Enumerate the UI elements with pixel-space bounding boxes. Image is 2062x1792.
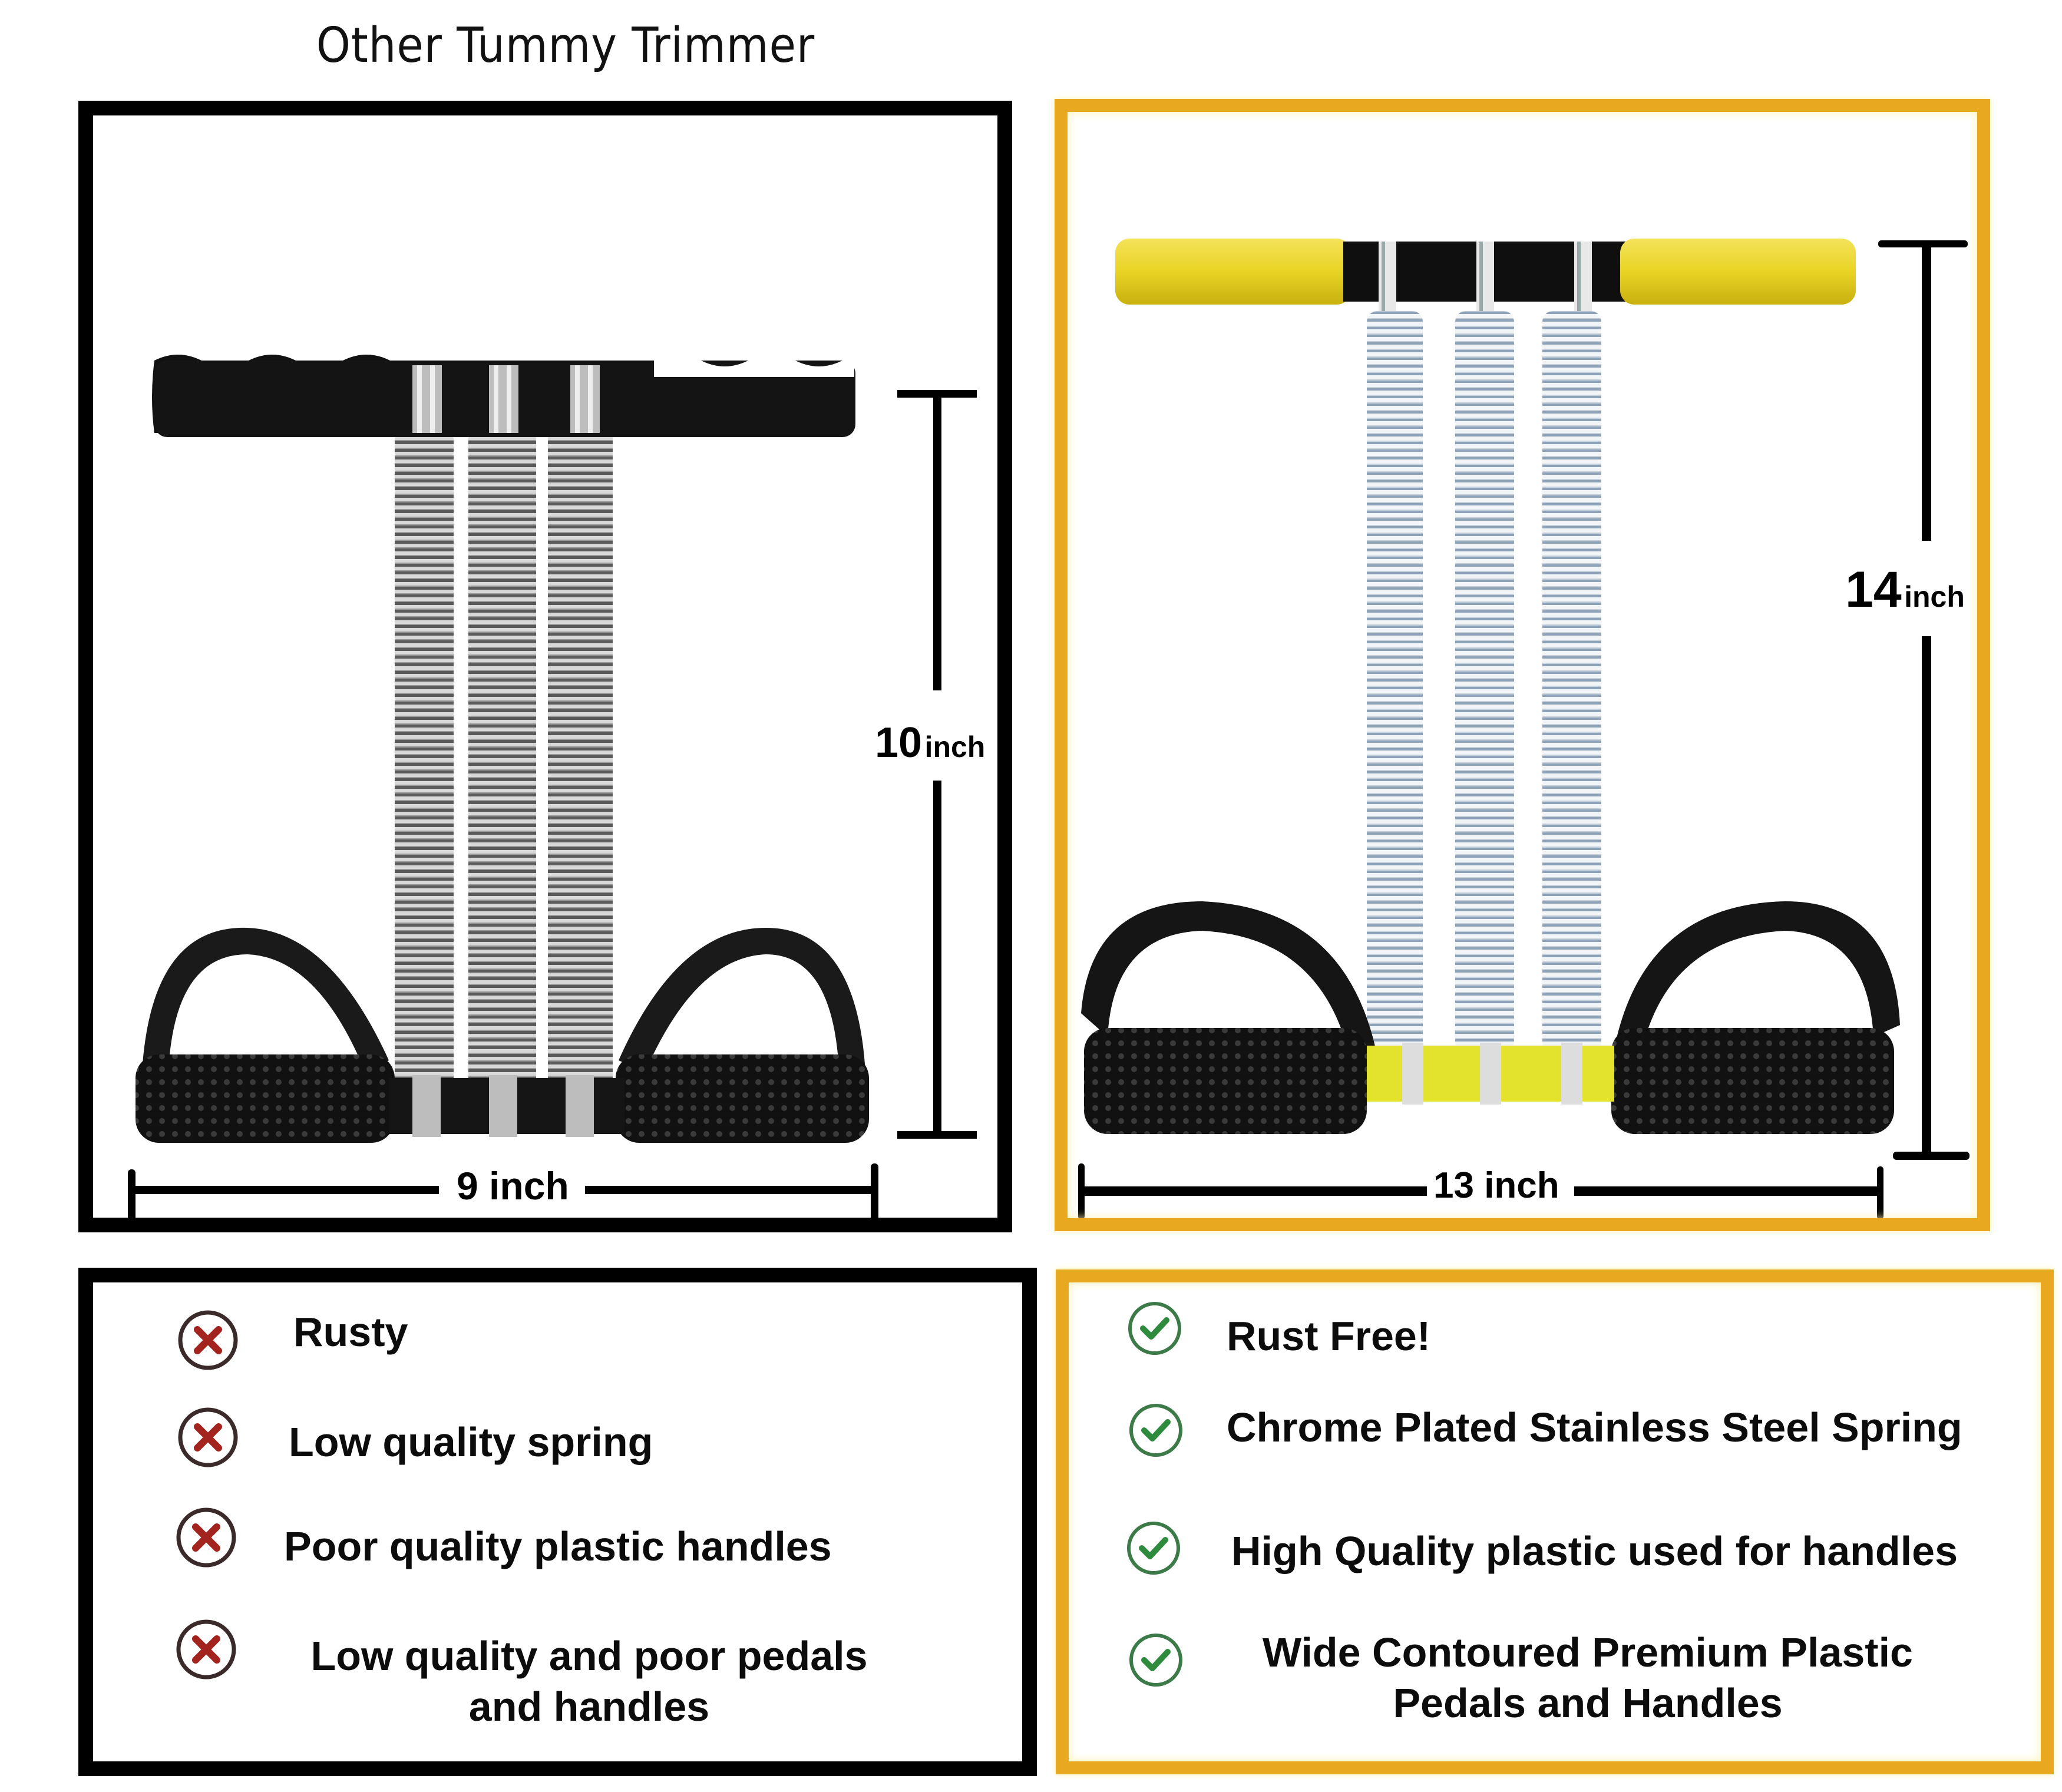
our-height-dimension [1878,240,1970,1160]
x-circle-icon [176,1507,236,1568]
x-circle-icon [178,1407,238,1467]
our-feature-2: Chrome Plated Stainless Steel Spring [1227,1404,1962,1450]
other-height-dimension [897,390,977,1139]
check-circle-icon [1128,1302,1181,1355]
check-circle-icon [1129,1634,1182,1687]
x-circle-icon [176,1619,236,1679]
other-product-illustration [128,239,1970,1228]
our-pedal-left [1084,1028,1367,1134]
our-spring-2 [1455,311,1514,1053]
our-width-label: 13 inch [1429,1168,1564,1204]
check-circle-icon [1129,1404,1182,1457]
our-height-label: 14 inch [1845,564,1965,615]
other-height-label: 10 inch [875,722,985,764]
other-handle-bar [152,355,855,437]
check-circle-icon [1127,1522,1180,1575]
other-strap-left [141,927,389,1084]
other-spring-3 [548,437,613,1094]
other-feature-1: Rusty [293,1309,408,1355]
our-spring-1 [1367,311,1423,1053]
our-height-unit: inch [1904,580,1965,613]
our-height-value: 14 [1845,561,1902,618]
our-feature-4: Wide Contoured Premium Plastic Pedals an… [1262,1629,1913,1726]
other-pedal-right [616,1054,869,1143]
other-feature-4: Low quality and poor pedals and handles [310,1633,868,1730]
our-handle-bar [1115,239,1856,312]
other-features-panel [78,1268,1037,1776]
other-spring-2 [468,437,536,1094]
other-height-unit: inch [924,730,986,763]
other-feature-3: Poor quality plastic handles [284,1523,832,1569]
our-product-panel [1055,99,1990,1231]
other-feature-2: Low quality spring [289,1419,653,1465]
other-width-label: 9 inch [451,1166,575,1205]
our-spring-3 [1542,311,1601,1053]
x-circle-icon [178,1310,238,1370]
our-features-panel [1056,1269,2054,1774]
our-strap-left [1081,901,1376,1054]
other-width-dimension [128,1163,878,1228]
comparison-title: Other Tummy Trimmer [316,18,815,74]
other-pedal-left [136,1054,395,1143]
our-feature-3: High Quality plastic used for handles [1231,1528,1958,1574]
other-height-value: 10 [875,719,923,766]
our-pedal-right [1611,1028,1894,1134]
other-strap-right [619,928,866,1084]
other-spring-1 [395,437,454,1094]
our-strap-right [1614,901,1900,1054]
our-width-dimension [1078,1163,1883,1219]
our-feature-1: Rust Free! [1227,1313,1431,1359]
